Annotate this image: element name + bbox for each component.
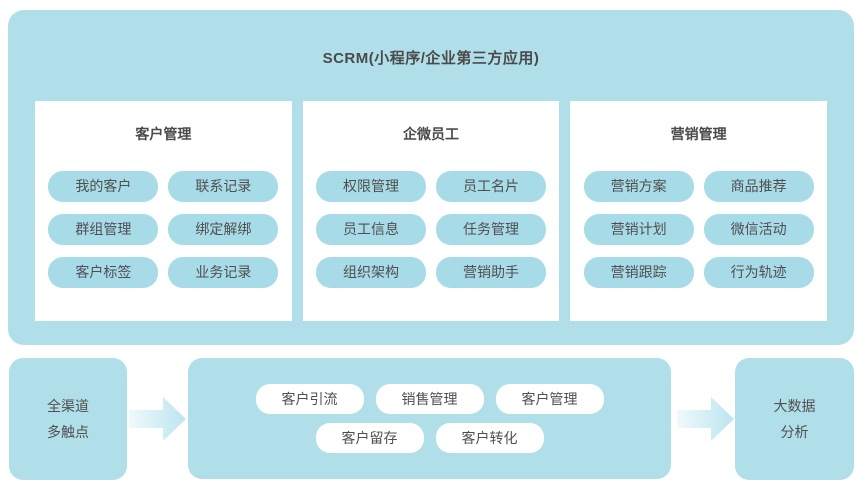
panel-wecom-staff: 企微员工 权限管理 员工名片 员工信息 任务管理 组织架构 营销助手	[302, 101, 560, 321]
flow-chip: 销售管理	[375, 384, 484, 414]
feature-chip: 我的客户	[48, 171, 159, 202]
panel-title: 企微员工	[403, 126, 459, 142]
panel-marketing-management: 营销管理 营销方案 商品推荐 营销计划 微信活动 营销跟踪 行为轨迹	[570, 101, 828, 321]
panel-title: 客户管理	[135, 126, 192, 142]
panel-chip-grid: 我的客户 联系记录 群组管理 绑定解绑 客户标签 业务记录	[48, 171, 279, 288]
flow-source-line: 全渠道	[47, 398, 89, 414]
flow-source-line: 多触点	[47, 424, 89, 440]
arrow-right-icon	[677, 397, 734, 441]
flow-result-line: 分析	[780, 424, 809, 440]
panel-title: 营销管理	[670, 126, 727, 142]
arrow-right-icon	[129, 397, 186, 441]
feature-chip: 任务管理	[436, 214, 546, 245]
feature-chip: 员工名片	[436, 171, 546, 202]
panel-chip-grid: 权限管理 员工名片 员工信息 任务管理 组织架构 营销助手	[316, 171, 546, 288]
feature-chip: 微信活动	[703, 214, 814, 245]
feature-chip: 营销跟踪	[583, 257, 694, 288]
feature-chip: 群组管理	[48, 214, 159, 245]
panel-chip-grid: 营销方案 商品推荐 营销计划 微信活动 营销跟踪 行为轨迹	[583, 171, 814, 288]
flow-chip: 客户管理	[495, 384, 604, 414]
flow-result-line: 大数据	[773, 398, 816, 414]
flow-chip-row: 客户留存 客户转化	[315, 423, 544, 453]
feature-chip: 营销助手	[436, 257, 546, 288]
feature-chip: 商品推荐	[703, 171, 814, 202]
feature-chip: 组织架构	[316, 257, 426, 288]
flow-chip: 客户留存	[315, 423, 424, 453]
feature-chip: 联系记录	[168, 171, 279, 202]
flow-result-box: 大数据 分析	[735, 358, 854, 480]
flow-chip-row: 客户引流 销售管理 客户管理	[255, 384, 604, 414]
scrm-platform-container: SCRM(小程序/企业第三方应用) 客户管理 我的客户 联系记录 群组管理 绑定…	[8, 10, 854, 345]
scrm-title: SCRM(小程序/企业第三方应用)	[322, 50, 540, 67]
feature-chip: 客户标签	[48, 257, 159, 288]
feature-chip: 权限管理	[316, 171, 426, 202]
feature-chip: 行为轨迹	[703, 257, 814, 288]
flow-chip: 客户转化	[435, 423, 544, 453]
feature-chip: 业务记录	[168, 257, 279, 288]
feature-chip: 营销方案	[583, 171, 694, 202]
feature-chip: 员工信息	[316, 214, 426, 245]
feature-panels: 客户管理 我的客户 联系记录 群组管理 绑定解绑 客户标签 业务记录 企微员工 …	[35, 101, 828, 321]
flow-process-box: 客户引流 销售管理 客户管理 客户留存 客户转化	[188, 358, 671, 479]
feature-chip: 营销计划	[583, 214, 694, 245]
feature-chip: 绑定解绑	[168, 214, 279, 245]
panel-customer-management: 客户管理 我的客户 联系记录 群组管理 绑定解绑 客户标签 业务记录	[35, 101, 292, 321]
flow-chip: 客户引流	[255, 384, 364, 414]
flow-source-box: 全渠道 多触点	[9, 358, 127, 480]
